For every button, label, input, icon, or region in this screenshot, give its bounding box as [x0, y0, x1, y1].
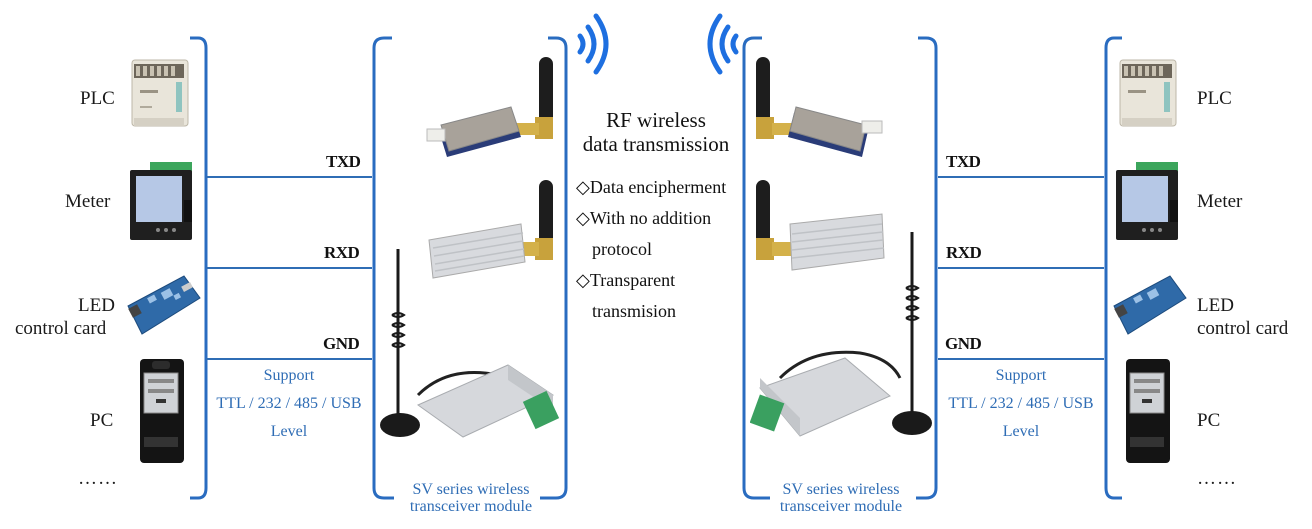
- right-device-label-control-card: control card: [1197, 318, 1289, 339]
- left-device-label-control-card: control card: [15, 318, 107, 339]
- meter-icon: [128, 160, 196, 242]
- left-support-text: Support TTL / 232 / 485 / USB Level: [206, 362, 372, 446]
- left-support-line3: Level: [270, 423, 308, 440]
- right-support-line2: TTL / 232 / 485 / USB: [948, 395, 1094, 412]
- left-support-line2: TTL / 232 / 485 / USB: [216, 395, 362, 412]
- right-signal-gnd: GND: [945, 334, 982, 353]
- right-module-bracket: [740, 36, 942, 500]
- left-device-label-led: LED: [78, 295, 115, 316]
- diamond-bullet-icon: ◇: [576, 208, 590, 228]
- right-support-line1: Support: [995, 367, 1047, 384]
- feature-item-continuation: protocol: [592, 239, 652, 259]
- left-gnd-line: [206, 358, 372, 360]
- left-signal-txd: TXD: [326, 152, 361, 171]
- left-device-label-meter: Meter: [65, 191, 111, 212]
- right-module-caption-line1: SV series wireless: [782, 481, 900, 498]
- wifi-waves-right-icon: [574, 10, 616, 78]
- left-module-caption-line1: SV series wireless: [412, 481, 530, 498]
- left-module-caption: SV series wireless transceiver module: [370, 481, 572, 515]
- rf-module-aluminum-case-icon: [425, 178, 565, 283]
- right-device-label-pc: PC: [1197, 410, 1221, 431]
- feature-item-continuation: transmision: [592, 301, 676, 321]
- rf-module-pcb-icon: [425, 55, 565, 165]
- pc-tower-icon: [136, 355, 188, 467]
- right-device-more: ……: [1197, 468, 1237, 489]
- left-device-label-pc: PC: [90, 410, 114, 431]
- diamond-bullet-icon: ◇: [576, 270, 590, 290]
- rf-title-line1: RF wireless: [606, 108, 706, 132]
- right-module-caption: SV series wireless transceiver module: [740, 481, 942, 515]
- right-support-line3: Level: [1002, 423, 1040, 440]
- left-txd-line: [206, 176, 372, 178]
- plc-icon: [1116, 50, 1182, 132]
- right-device-bracket: [1102, 36, 1124, 500]
- left-support-line1: Support: [263, 367, 315, 384]
- rf-title: RF wireless data transmission: [572, 108, 740, 156]
- right-device-label-plc: PLC: [1197, 88, 1232, 109]
- right-rxd-line: [938, 267, 1104, 269]
- led-control-card-icon: [1110, 272, 1188, 338]
- left-device-more: ……: [78, 468, 118, 489]
- wifi-waves-left-icon: [700, 10, 742, 78]
- feature-item: ◇Data encipherment: [576, 177, 727, 197]
- diamond-bullet-icon: ◇: [576, 177, 590, 197]
- left-rxd-line: [206, 267, 372, 269]
- pc-tower-icon: [1122, 355, 1174, 467]
- left-device-label-plc: PLC: [80, 88, 115, 109]
- led-control-card-icon: [124, 272, 202, 338]
- rf-module-pcb-icon: [750, 55, 890, 165]
- right-gnd-line: [938, 358, 1104, 360]
- meter-icon: [1114, 160, 1182, 242]
- transceiver-box-with-antenna-icon: [750, 228, 935, 443]
- feature-item: ◇With no addition: [576, 208, 712, 228]
- transceiver-box-with-antenna-icon: [378, 245, 563, 445]
- right-signal-rxd: RXD: [946, 243, 982, 262]
- plc-icon: [128, 50, 194, 132]
- left-signal-gnd: GND: [323, 334, 360, 353]
- right-support-text: Support TTL / 232 / 485 / USB Level: [938, 362, 1104, 446]
- feature-list: ◇Data encipherment ◇With no addition pro…: [576, 172, 746, 327]
- right-txd-line: [938, 176, 1104, 178]
- right-module-caption-line2: transceiver module: [779, 498, 903, 515]
- left-module-bracket: [370, 36, 572, 500]
- right-signal-txd: TXD: [946, 152, 981, 171]
- right-device-label-led: LED: [1197, 295, 1234, 316]
- rf-module-aluminum-case-icon: [750, 178, 890, 283]
- feature-item: ◇Transparent: [576, 270, 676, 290]
- left-signal-rxd: RXD: [324, 243, 360, 262]
- rf-title-line2: data transmission: [582, 132, 730, 156]
- left-module-caption-line2: transceiver module: [409, 498, 533, 515]
- right-device-label-meter: Meter: [1197, 191, 1243, 212]
